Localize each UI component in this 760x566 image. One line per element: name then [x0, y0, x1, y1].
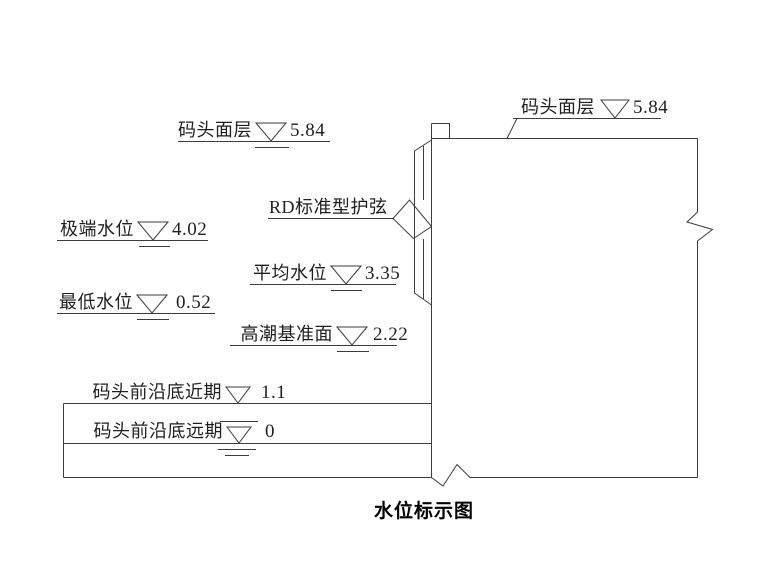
value-extreme-wl: 4.02	[172, 219, 208, 240]
underline-leader-deck-right	[506, 118, 661, 139]
label-underlines-and-leaders	[57, 118, 661, 346]
value-high-tide-datum: 2.22	[373, 324, 409, 345]
label-bottom-long-term: 码头前沿底远期	[93, 421, 223, 441]
label-deck-right: 码头面层	[521, 97, 595, 117]
water-level-icon	[226, 426, 252, 444]
water-level-icon	[255, 122, 287, 142]
datum-symbol-dashes	[137, 147, 369, 456]
value-bottom-near-term: 1.1	[261, 382, 287, 403]
fender-profile	[392, 139, 433, 306]
water-level-icon	[600, 99, 630, 119]
value-lowest-wl: 0.52	[176, 292, 212, 313]
label-high-tide-datum: 高潮基准面	[240, 324, 333, 344]
value-deck-left: 5.84	[290, 120, 326, 141]
fender-v-section	[392, 199, 433, 240]
label-extreme-wl: 极端水位	[60, 219, 134, 239]
water-level-icon	[136, 294, 168, 314]
bottom-line-with-break-symbol	[63, 463, 698, 487]
label-lowest-wl: 最低水位	[59, 292, 133, 312]
value-bottom-long-term: 0	[265, 421, 275, 442]
water-level-icon	[336, 326, 368, 346]
label-mean-wl: 平均水位	[253, 263, 327, 283]
curb-outline	[431, 123, 450, 139]
value-mean-wl: 3.35	[365, 263, 401, 284]
right-edge-with-break-symbol	[686, 138, 714, 478]
label-fender: RD标准型护弦	[269, 197, 388, 217]
water-level-icon	[225, 386, 251, 404]
quay-structure	[63, 123, 714, 487]
dashes-long-term	[218, 449, 256, 456]
label-deck-left: 码头面层	[178, 120, 252, 140]
water-level-icon	[330, 265, 362, 285]
label-bottom-near-term: 码头前沿底近期	[92, 382, 222, 402]
figure-title: 水位标示图	[373, 501, 474, 522]
dredge-depth-lines	[63, 403, 432, 478]
water-level-icon	[137, 221, 169, 241]
value-deck-right: 5.84	[633, 97, 669, 118]
